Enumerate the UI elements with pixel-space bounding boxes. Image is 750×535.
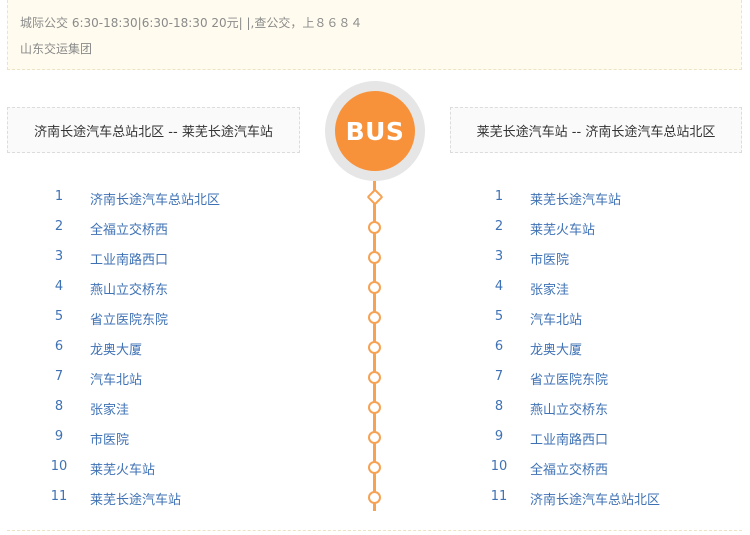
route-stop-node	[368, 491, 381, 504]
route-stop-node	[368, 311, 381, 324]
stop-name-link[interactable]: 省立医院东院	[530, 373, 609, 388]
stop-item[interactable]: 6 龙奥大厦	[0, 332, 330, 362]
stop-name-link[interactable]: 燕山立交桥东	[530, 403, 609, 418]
stop-item[interactable]: 7 汽车北站	[0, 362, 330, 392]
stop-name-link[interactable]: 莱芜火车站	[530, 223, 596, 238]
bottom-divider	[7, 530, 742, 531]
stop-number: 7	[54, 369, 64, 384]
stop-item[interactable]: 7 省立医院东院	[440, 362, 740, 392]
stop-name-link[interactable]: 张家洼	[90, 403, 130, 418]
stop-name-link[interactable]: 济南长途汽车总站北区	[90, 193, 221, 208]
stop-number: 3	[54, 249, 64, 264]
inbound-stop-list: 1 莱芜长途汽车站 2 莱芜火车站 3 市医院 4 张家洼 5 汽车北站 6 龙奥大厦 7 省…	[440, 182, 740, 512]
stop-name-link[interactable]: 工业南路西口	[90, 253, 169, 268]
stop-item[interactable]: 9 市医院	[0, 422, 330, 452]
route-stop-node	[368, 401, 381, 414]
stop-name-link[interactable]: 莱芜火车站	[90, 463, 156, 478]
stop-item[interactable]: 3 工业南路西口	[0, 242, 330, 272]
stop-name-link[interactable]: 燕山立交桥东	[90, 283, 169, 298]
route-info-box: 城际公交 6:30-18:30|6:30-18:30 20元| |,查公交，上８…	[7, 0, 742, 70]
stop-name-link[interactable]: 莱芜长途汽车站	[90, 493, 182, 508]
stop-name-link[interactable]: 龙奥大厦	[530, 343, 583, 358]
stop-name-link[interactable]: 济南长途汽车总站北区	[530, 493, 661, 508]
stop-number: 11	[490, 489, 508, 504]
stop-item[interactable]: 5 汽车北站	[440, 302, 740, 332]
stop-number: 2	[494, 219, 504, 234]
route-start-node	[366, 188, 384, 206]
stop-number: 3	[494, 249, 504, 264]
stop-number: 5	[54, 309, 64, 324]
stop-item[interactable]: 8 张家洼	[0, 392, 330, 422]
stop-item[interactable]: 4 张家洼	[440, 272, 740, 302]
stop-name-link[interactable]: 张家洼	[530, 283, 570, 298]
stop-item[interactable]: 8 燕山立交桥东	[440, 392, 740, 422]
stop-number: 6	[54, 339, 64, 354]
stop-number: 1	[494, 189, 504, 204]
stop-number: 9	[494, 429, 504, 444]
stop-name-link[interactable]: 省立医院东院	[90, 313, 169, 328]
stop-number: 1	[54, 189, 64, 204]
outbound-stop-list: 1 济南长途汽车总站北区 2 全福立交桥西 3 工业南路西口 4 燕山立交桥东 5 省立医…	[0, 182, 330, 512]
stop-number: 10	[50, 459, 68, 474]
stop-item[interactable]: 4 燕山立交桥东	[0, 272, 330, 302]
stop-name-link[interactable]: 汽车北站	[530, 313, 583, 328]
stop-name-link[interactable]: 汽车北站	[90, 373, 143, 388]
stop-item[interactable]: 11 济南长途汽车总站北区	[440, 482, 740, 512]
stop-item[interactable]: 9 工业南路西口	[440, 422, 740, 452]
stop-name-link[interactable]: 龙奥大厦	[90, 343, 143, 358]
route-stop-node	[368, 251, 381, 264]
stop-number: 4	[54, 279, 64, 294]
stop-item[interactable]: 11 莱芜长途汽车站	[0, 482, 330, 512]
stop-item[interactable]: 2 全福立交桥西	[0, 212, 330, 242]
stop-item[interactable]: 10 全福立交桥西	[440, 452, 740, 482]
route-stop-node	[368, 371, 381, 384]
stop-item[interactable]: 6 龙奥大厦	[440, 332, 740, 362]
stop-number: 8	[54, 399, 64, 414]
route-stop-node	[368, 431, 381, 444]
stop-number: 2	[54, 219, 64, 234]
bus-badge-label: BUS	[335, 91, 415, 171]
stop-name-link[interactable]: 市医院	[90, 433, 130, 448]
route-stop-node	[368, 221, 381, 234]
route-info-text: 城际公交 6:30-18:30|6:30-18:30 20元| |,查公交，上８…	[20, 16, 363, 30]
operator-name: 山东交运集团	[20, 42, 93, 56]
stop-name-link[interactable]: 全福立交桥西	[90, 223, 169, 238]
direction-outbound[interactable]: 济南长途汽车总站北区 -- 莱芜长途汽车站	[7, 107, 300, 153]
stop-item[interactable]: 3 市医院	[440, 242, 740, 272]
route-stop-node	[368, 461, 381, 474]
stop-number: 6	[494, 339, 504, 354]
direction-inbound[interactable]: 莱芜长途汽车站 -- 济南长途汽车总站北区	[450, 107, 742, 153]
stop-name-link[interactable]: 莱芜长途汽车站	[530, 193, 622, 208]
stop-item[interactable]: 2 莱芜火车站	[440, 212, 740, 242]
stop-name-link[interactable]: 工业南路西口	[530, 433, 609, 448]
stop-number: 7	[494, 369, 504, 384]
stop-number: 8	[494, 399, 504, 414]
stop-number: 9	[54, 429, 64, 444]
route-stop-node	[368, 281, 381, 294]
stop-name-link[interactable]: 市医院	[530, 253, 570, 268]
stop-item[interactable]: 1 莱芜长途汽车站	[440, 182, 740, 212]
stop-number: 4	[494, 279, 504, 294]
stop-item[interactable]: 10 莱芜火车站	[0, 452, 330, 482]
route-stop-node	[368, 341, 381, 354]
stop-number: 10	[490, 459, 508, 474]
stop-name-link[interactable]: 全福立交桥西	[530, 463, 609, 478]
stop-item[interactable]: 1 济南长途汽车总站北区	[0, 182, 330, 212]
stop-number: 11	[50, 489, 68, 504]
stop-item[interactable]: 5 省立医院东院	[0, 302, 330, 332]
bus-badge: BUS	[325, 81, 425, 181]
stop-number: 5	[494, 309, 504, 324]
